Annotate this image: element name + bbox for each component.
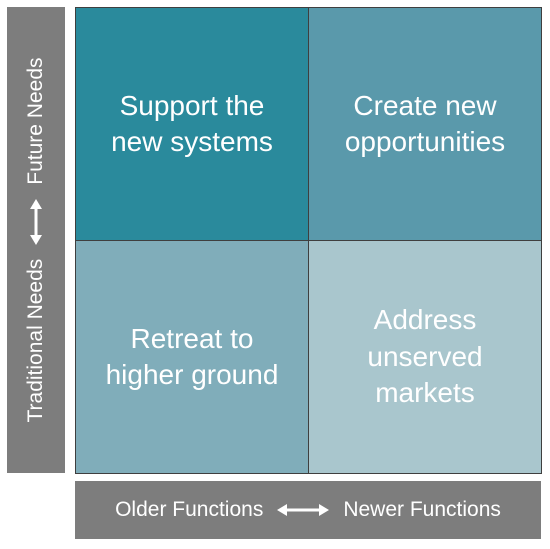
quadrant-label-line: higher ground bbox=[105, 359, 279, 390]
quadrant-label: Support the new systems bbox=[111, 88, 273, 161]
y-axis-label-group: Traditional Needs Future Needs bbox=[7, 7, 65, 473]
quadrant-label-line: Address bbox=[373, 304, 477, 336]
x-axis-bar: Older Functions Newer Functions bbox=[75, 481, 541, 539]
x-axis-low-label: Older Functions bbox=[115, 498, 264, 521]
x-axis-high-label: Newer Functions bbox=[343, 498, 501, 521]
quadrant-label: Create new opportunities bbox=[345, 88, 505, 161]
y-axis-high-label: Future Needs bbox=[24, 57, 47, 185]
double-arrow-icon bbox=[30, 198, 42, 245]
quadrant-support-new-systems: Support the new systems bbox=[75, 7, 309, 241]
double-arrow-icon bbox=[277, 504, 330, 516]
quadrant-create-new-opportunities: Create new opportunities bbox=[308, 7, 542, 241]
quadrant-label: Address unserved markets bbox=[367, 302, 482, 411]
y-axis-bar: Traditional Needs Future Needs bbox=[7, 7, 65, 473]
quadrant-label-line: Retreat to bbox=[130, 322, 254, 354]
quadrant-label-line: opportunities bbox=[344, 126, 506, 157]
quadrant-label-line: unserved bbox=[367, 340, 483, 372]
quadrant-retreat-higher-ground: Retreat to higher ground bbox=[75, 240, 309, 474]
quadrant-label-line: markets bbox=[375, 377, 475, 409]
y-axis-low-label: Traditional Needs bbox=[24, 258, 47, 423]
quadrant-label-line: new systems bbox=[111, 126, 273, 157]
quadrant-label-line: Create new bbox=[353, 89, 497, 121]
quadrant-label: Retreat to higher ground bbox=[106, 321, 279, 394]
quadrant-label-line: Support the bbox=[119, 89, 265, 121]
quadrant-address-unserved-markets: Address unserved markets bbox=[308, 240, 542, 474]
